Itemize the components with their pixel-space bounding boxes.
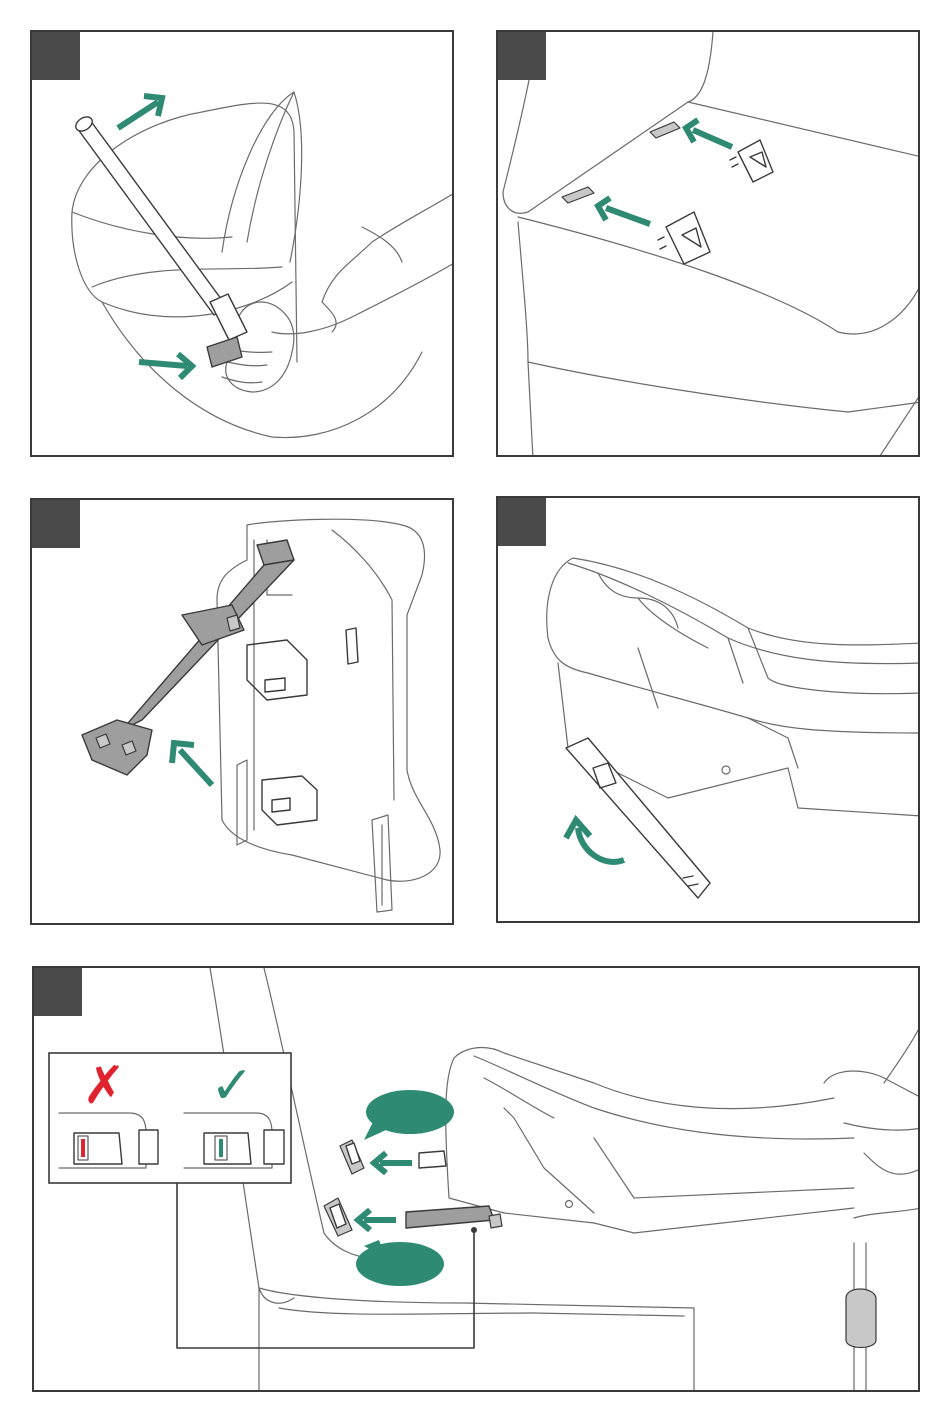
guide-upper-icon xyxy=(730,140,773,182)
arrow-up-left-icon xyxy=(172,743,212,785)
panel-4 xyxy=(496,496,920,923)
indicator-inset: ✗ ✓ xyxy=(49,1053,291,1183)
panel-3-illustration xyxy=(32,500,454,925)
arrow-up-icon xyxy=(118,96,162,128)
arrow-left-lower-icon xyxy=(358,1210,396,1230)
panel-2 xyxy=(496,30,920,457)
panel-1-illustration xyxy=(32,32,454,457)
arrow-rotate-icon xyxy=(566,820,624,862)
arrow-left-upper-icon xyxy=(686,120,732,147)
panel-3 xyxy=(30,498,454,925)
step-badge-4 xyxy=(498,498,546,546)
arrow-left-upper-icon xyxy=(374,1153,412,1173)
cross-mark-icon: ✗ xyxy=(82,1056,126,1116)
callout-lower xyxy=(356,1240,444,1286)
arrow-right-icon xyxy=(139,354,192,378)
arrow-left-lower-icon xyxy=(598,198,650,224)
panel-5-illustration: ✗ ✓ xyxy=(34,968,920,1392)
guide-lower-icon xyxy=(658,212,710,264)
callout-upper xyxy=(364,1090,454,1140)
panel-1 xyxy=(30,30,454,457)
panel-5: ✗ ✓ xyxy=(32,966,920,1392)
step-badge-5 xyxy=(34,968,82,1016)
check-mark-icon: ✓ xyxy=(210,1056,254,1116)
panel-2-illustration xyxy=(498,32,920,457)
panel-4-illustration xyxy=(498,498,920,923)
step-badge-1 xyxy=(32,32,80,80)
step-badge-3 xyxy=(32,500,80,548)
step-badge-2 xyxy=(498,32,546,80)
